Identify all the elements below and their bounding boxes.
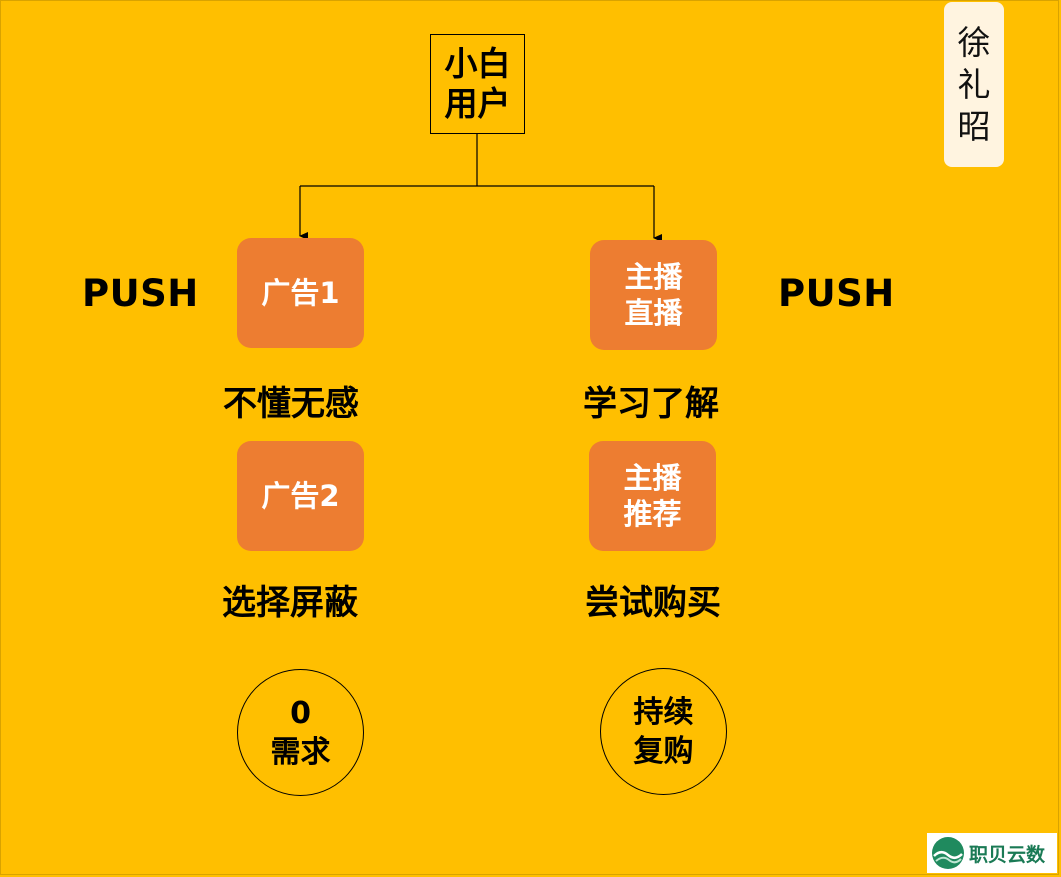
outcome-repurchase: 持续 复购 xyxy=(600,668,727,795)
node-host-live: 主播 直播 xyxy=(590,240,717,350)
signature-char-2: 礼 xyxy=(957,64,991,104)
root-line-1: 小白 xyxy=(444,44,511,83)
node-ad-2: 广告2 xyxy=(237,441,364,551)
root-line-2: 用户 xyxy=(444,84,511,123)
brand-watermark: 职贝云数 xyxy=(927,833,1057,873)
brand-watermark-text: 职贝云数 xyxy=(969,843,1046,866)
root-node-xiaobai-user: 小白 用户 xyxy=(430,34,525,134)
label-try-buy: 尝试购买 xyxy=(585,583,721,623)
outcome-zero-demand: 0 需求 xyxy=(237,669,364,796)
node-ad-1: 广告1 xyxy=(237,238,364,348)
signature-char-3: 昭 xyxy=(957,106,991,146)
label-unaware: 不懂无感 xyxy=(223,384,359,424)
label-learn: 学习了解 xyxy=(583,384,719,424)
signature-char-1: 徐 xyxy=(957,22,991,62)
left-push-label: PUSH xyxy=(82,272,199,315)
node-host-recommend: 主播 推荐 xyxy=(589,441,716,551)
author-signature: 徐 礼 昭 xyxy=(944,2,1004,167)
brand-logo-icon xyxy=(932,837,964,869)
label-block: 选择屏蔽 xyxy=(222,583,358,623)
right-push-label: PUSH xyxy=(778,272,895,315)
